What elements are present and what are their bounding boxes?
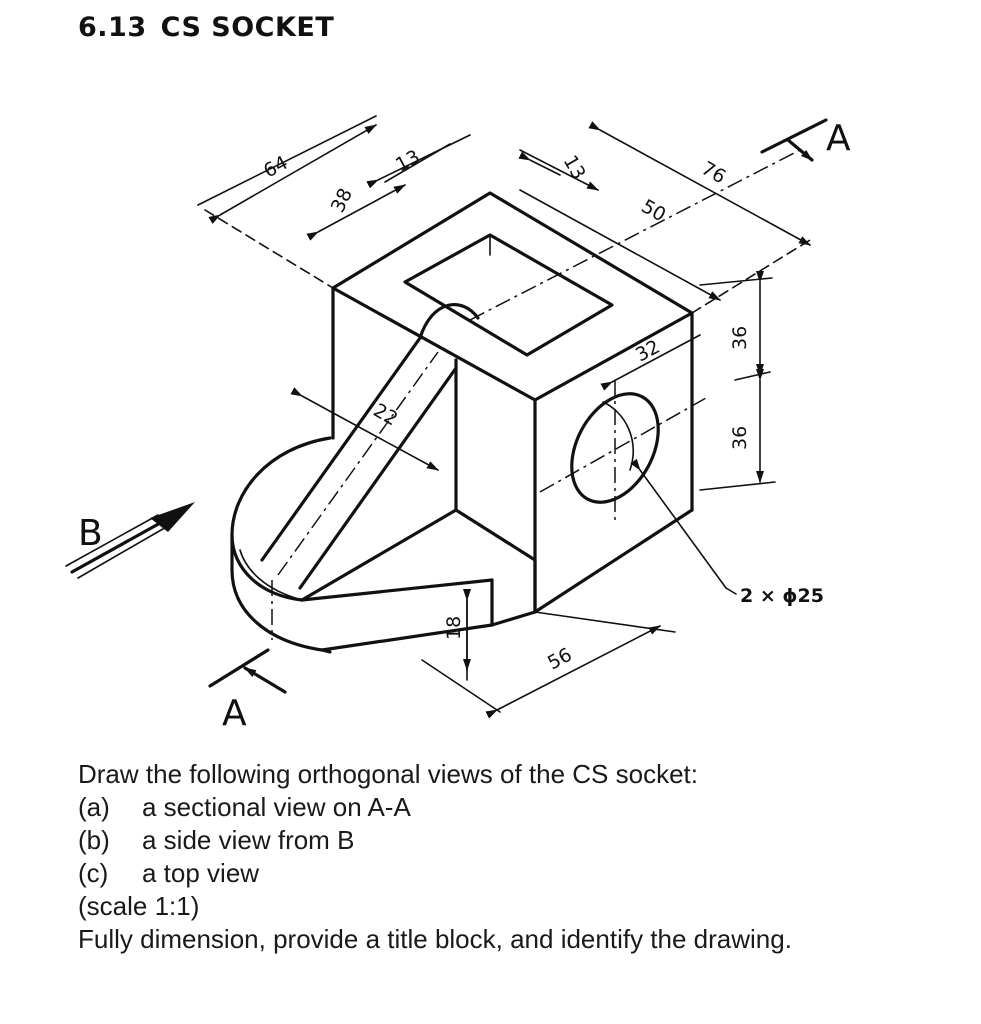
hole-callout: 2 × ϕ25 xyxy=(630,458,824,607)
dimension-32-label: 32 xyxy=(632,336,664,367)
dimension-76-label: 76 xyxy=(698,157,730,188)
dimension-38-label: 38 xyxy=(327,185,357,216)
isometric-drawing: 64 38 13 13 76 50 xyxy=(65,115,851,734)
page-title: 6.13 CS SOCKET xyxy=(78,12,348,43)
dimension-13-left-label: 13 xyxy=(392,146,424,177)
instruction-item-c: (c) a top view xyxy=(78,857,958,890)
dimension-36-lower-label: 36 xyxy=(729,426,751,450)
section-number: 6.13 xyxy=(78,12,147,43)
instruction-key: (b) xyxy=(78,825,110,855)
instruction-key: (a) xyxy=(78,792,110,822)
section-arrow-top: A xyxy=(760,118,851,162)
dimension-13-left: 13 xyxy=(366,134,471,189)
instructions-scale: (scale 1:1) xyxy=(78,891,200,921)
view-b-arrow: B xyxy=(65,502,195,579)
dimension-13-right: 13 xyxy=(518,149,599,191)
section-label-a-top: A xyxy=(826,118,851,159)
instruction-item-a: (a) a sectional view on A-A xyxy=(78,791,958,824)
dimension-64-label: 64 xyxy=(260,152,292,183)
dimension-56-label: 56 xyxy=(544,644,576,675)
instructions-final: Fully dimension, provide a title block, … xyxy=(78,924,792,954)
instruction-text: a side view from B xyxy=(142,825,355,855)
instruction-text: a sectional view on A-A xyxy=(142,792,411,822)
section-title: CS SOCKET xyxy=(160,12,335,43)
dimension-13-right-label: 13 xyxy=(559,152,590,184)
instruction-item-b: (b) a side view from B xyxy=(78,824,958,857)
dimension-18: 18 xyxy=(443,589,471,681)
dimension-36-upper: 36 xyxy=(699,271,773,376)
hole-callout-label: 2 × ϕ25 xyxy=(740,585,824,607)
instructions: Draw the following orthogonal views of t… xyxy=(78,758,958,956)
hole xyxy=(539,380,707,520)
section-arrow-bottom: A xyxy=(208,648,287,734)
instruction-text: a top view xyxy=(142,858,260,888)
main-block xyxy=(300,191,694,614)
dimension-76: 76 xyxy=(588,121,811,314)
base-plate xyxy=(230,436,537,654)
section-line xyxy=(469,149,801,321)
dimension-36-lower: 36 xyxy=(699,369,776,491)
instruction-key: (c) xyxy=(78,858,109,888)
dimension-18-label: 18 xyxy=(443,616,465,640)
dimension-38: 38 xyxy=(306,184,406,241)
dimension-32: 32 xyxy=(600,334,701,391)
section-label-a-bottom: A xyxy=(222,693,247,734)
dimension-50-label: 50 xyxy=(638,195,670,226)
dimension-36-upper-label: 36 xyxy=(729,326,751,350)
instructions-intro: Draw the following orthogonal views of t… xyxy=(78,759,698,789)
rib xyxy=(260,303,480,590)
